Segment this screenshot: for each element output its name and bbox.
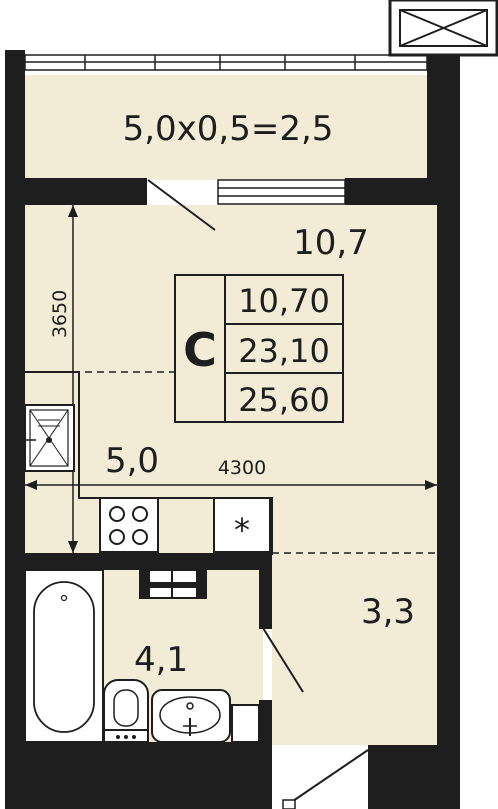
walls bbox=[5, 50, 460, 809]
hall-floor bbox=[272, 555, 437, 745]
svg-text:*: * bbox=[234, 511, 250, 549]
wall-right bbox=[437, 180, 460, 809]
entrance-door-leaf bbox=[282, 799, 296, 809]
zone-lines bbox=[73, 371, 437, 554]
balcony-label: 5,0x0,5=2,5 bbox=[123, 109, 334, 149]
wall-room-top-left bbox=[25, 178, 147, 205]
area-summary-box bbox=[174, 274, 344, 423]
wall-room-top-right bbox=[345, 178, 437, 205]
kitchen-sink-icon bbox=[24, 404, 75, 472]
total-with-balcony: 25,60 bbox=[238, 381, 330, 419]
kitchen-area: 5,0 bbox=[105, 441, 159, 481]
wall-bath-top bbox=[25, 553, 272, 570]
bath-side-block bbox=[231, 704, 260, 743]
total-area: 23,10 bbox=[238, 332, 330, 370]
bathroom-door bbox=[262, 627, 304, 693]
vertical-dimension bbox=[68, 205, 78, 553]
bath-shelf-mid bbox=[150, 582, 196, 588]
bathtub-icon bbox=[24, 569, 104, 743]
fridge-icon: * bbox=[213, 497, 271, 553]
balcony-floor bbox=[25, 75, 427, 180]
living-area: 10,70 bbox=[238, 282, 330, 320]
window-unit bbox=[217, 179, 346, 205]
wall-left bbox=[5, 50, 25, 809]
balcony-door bbox=[147, 179, 216, 231]
hall-area: 3,3 bbox=[361, 592, 415, 632]
room-area: 10,7 bbox=[293, 223, 369, 263]
horizontal-dimension bbox=[25, 480, 437, 490]
vertical-dimension-label: 3650 bbox=[49, 290, 71, 338]
stove-icon bbox=[99, 497, 159, 553]
bath-shelf-wall bbox=[140, 570, 150, 598]
bath-area: 4,1 bbox=[134, 640, 188, 680]
wall-bath-right-low bbox=[259, 700, 272, 752]
balcony-railing bbox=[24, 54, 428, 71]
wall-bottom-right bbox=[368, 745, 437, 809]
kitchen-counter bbox=[25, 371, 273, 555]
entrance-door bbox=[289, 749, 369, 804]
wall-bottom-left bbox=[25, 742, 272, 809]
horizontal-dimension-label: 4300 bbox=[218, 457, 266, 479]
ac-unit-icon bbox=[388, 0, 498, 57]
bath-shelf-wall-2 bbox=[196, 570, 206, 598]
washbasin-icon bbox=[151, 689, 231, 743]
apartment-type-letter: С bbox=[183, 323, 217, 377]
wall-bath-right bbox=[259, 553, 272, 629]
toilet-icon bbox=[103, 679, 149, 743]
